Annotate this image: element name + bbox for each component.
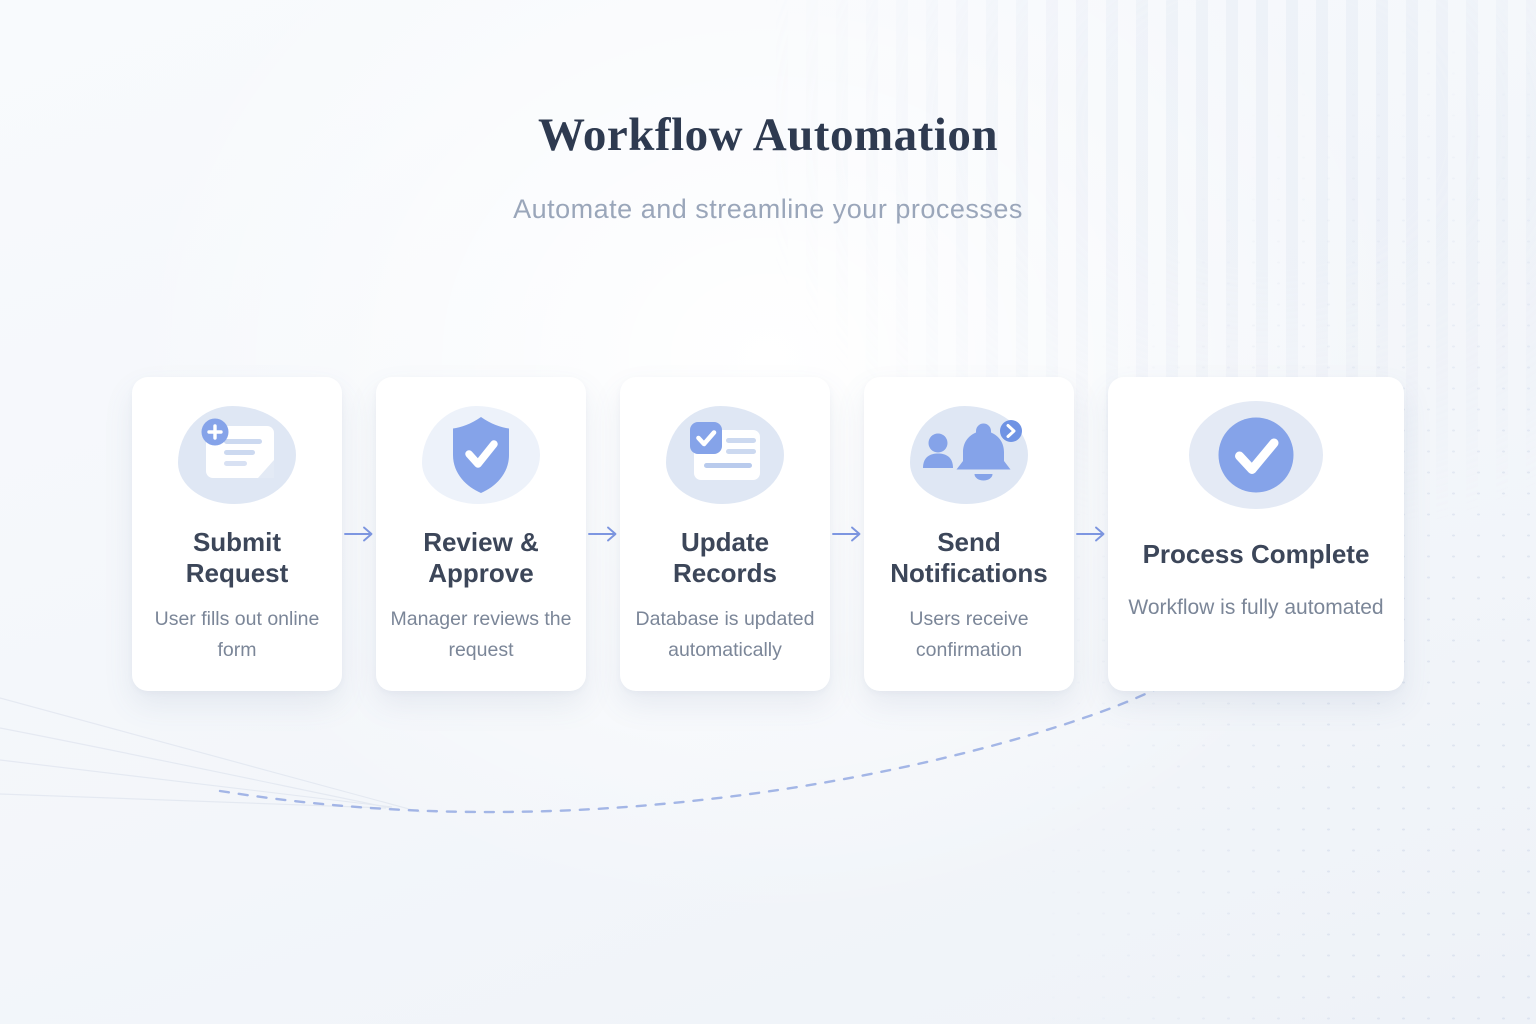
arrow-right-icon: [586, 525, 620, 543]
page-title: Workflow Automation: [538, 109, 998, 161]
step-icon-wrap: [167, 399, 307, 511]
user-bell-icon: [923, 420, 1022, 481]
workflow-steps-row: Submit Request User fills out online for…: [0, 377, 1536, 691]
step-icon-wrap: [899, 399, 1039, 511]
step-description: User fills out online form: [154, 608, 320, 661]
step-icon-wrap: [1186, 399, 1326, 511]
step-icon-wrap: [411, 399, 551, 511]
arrow-right-icon: [830, 525, 864, 543]
step-icon-wrap: [655, 399, 795, 511]
step-description: Database is updated automatically: [635, 608, 815, 661]
dashed-flow-curve: [218, 686, 1160, 814]
step-card-send-notifications: Send Notifications Users receive confirm…: [864, 377, 1074, 691]
arrow-right-icon: [342, 525, 376, 543]
step-title: Update Records: [672, 527, 778, 589]
step-description: Manager reviews the request: [390, 608, 572, 661]
check-circle-icon: [1218, 417, 1294, 493]
step-description: Users receive confirmation: [909, 608, 1029, 661]
step-description: Workflow is fully automated: [1128, 596, 1384, 620]
step-title: Submit Request: [185, 527, 289, 589]
step-title: Send Notifications: [890, 527, 1048, 589]
step-card-process-complete: Process Complete Workflow is fully autom…: [1108, 377, 1404, 691]
shield-check-icon: [453, 417, 509, 493]
page-subtitle: Automate and streamline your processes: [513, 194, 1023, 224]
step-title: Review & Approve: [423, 527, 539, 589]
page-header: Workflow Automation Automate and streaml…: [0, 108, 1536, 225]
arrow-right-icon: [1074, 525, 1108, 543]
step-card-review-approve: Review & Approve Manager reviews the req…: [376, 377, 586, 691]
document-check-icon: [690, 422, 760, 480]
step-card-update-records: Update Records Database is updated autom…: [620, 377, 830, 691]
form-plus-icon: [201, 418, 274, 478]
step-card-submit-request: Submit Request User fills out online for…: [132, 377, 342, 691]
step-title: Process Complete: [1142, 539, 1370, 569]
